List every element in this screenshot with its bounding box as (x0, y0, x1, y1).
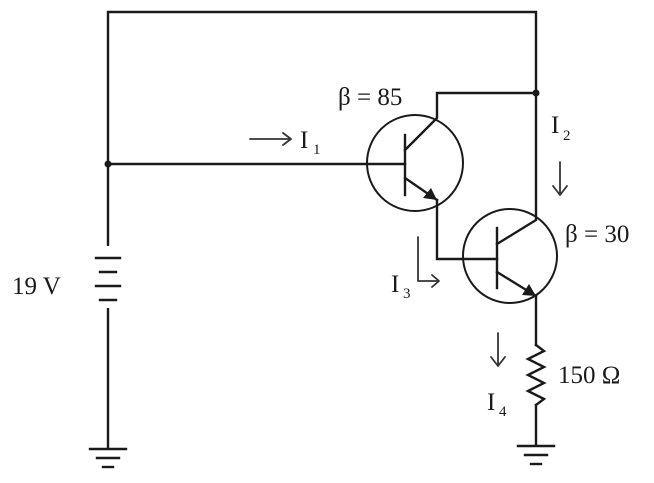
transistor-q1-emitter-arrow (423, 188, 437, 200)
collector-wire-q1 (403, 91, 538, 152)
junction-left (104, 160, 112, 168)
voltage-label: 19 V (12, 273, 61, 300)
ground-right (516, 444, 556, 466)
arrow-i2 (552, 161, 568, 196)
current-label-i4: I 4 (487, 389, 507, 420)
svg-text:3: 3 (403, 286, 411, 302)
current-label-i1: I 1 (300, 127, 321, 158)
transistor-q1-body (366, 114, 464, 212)
top-wire (106, 10, 538, 449)
transistor-q2-body (462, 208, 558, 304)
svg-text:I: I (487, 389, 495, 416)
beta-label-q1: β = 85 (338, 84, 402, 111)
arrow-i3 (417, 236, 440, 288)
current-label-i3: I 3 (391, 271, 411, 302)
transistor-q2-emitter-arrow (522, 284, 536, 296)
svg-text:I: I (391, 271, 399, 298)
battery-symbol (94, 246, 122, 308)
arrow-i4 (490, 332, 506, 367)
svg-text:I: I (300, 127, 308, 154)
current-label-i2: I 2 (551, 112, 571, 144)
emitter-to-base-wire (435, 198, 499, 261)
resistor-label: 150 Ω (558, 362, 620, 389)
svg-text:I: I (551, 112, 559, 139)
transistor-q2 (462, 208, 558, 304)
beta-label-q2: β = 30 (565, 221, 629, 248)
svg-text:1: 1 (313, 142, 321, 158)
svg-text:4: 4 (499, 404, 507, 420)
collector-wire-q2 (495, 91, 538, 246)
resistor-symbol (525, 343, 547, 407)
arrow-i1 (249, 132, 292, 146)
ground-left (88, 447, 128, 469)
transistor-q1 (366, 114, 464, 212)
svg-text:2: 2 (563, 128, 571, 144)
